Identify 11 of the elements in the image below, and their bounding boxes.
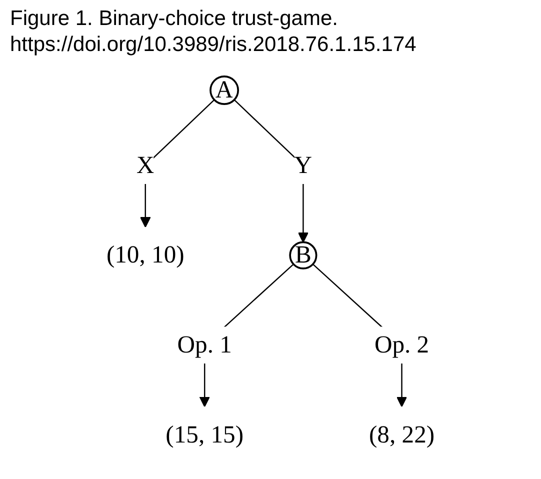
edge-label: X [136, 152, 154, 180]
figure-title: Figure 1. Binary-choice trust-game. [10, 6, 338, 32]
node-text: (10, 10) [106, 242, 184, 269]
node-circle: A [210, 76, 240, 106]
node-text: (15, 15) [166, 421, 244, 448]
reference-url: https://doi.org/10.3989/ris.2018.76.1.15.174 [10, 32, 416, 58]
edge-label: Op. 2 [374, 332, 430, 359]
edge-label: Y [294, 152, 312, 180]
edge-label: Op. 1 [177, 332, 232, 359]
node-circle: B [289, 241, 318, 270]
node-text: (8, 22) [368, 421, 435, 448]
